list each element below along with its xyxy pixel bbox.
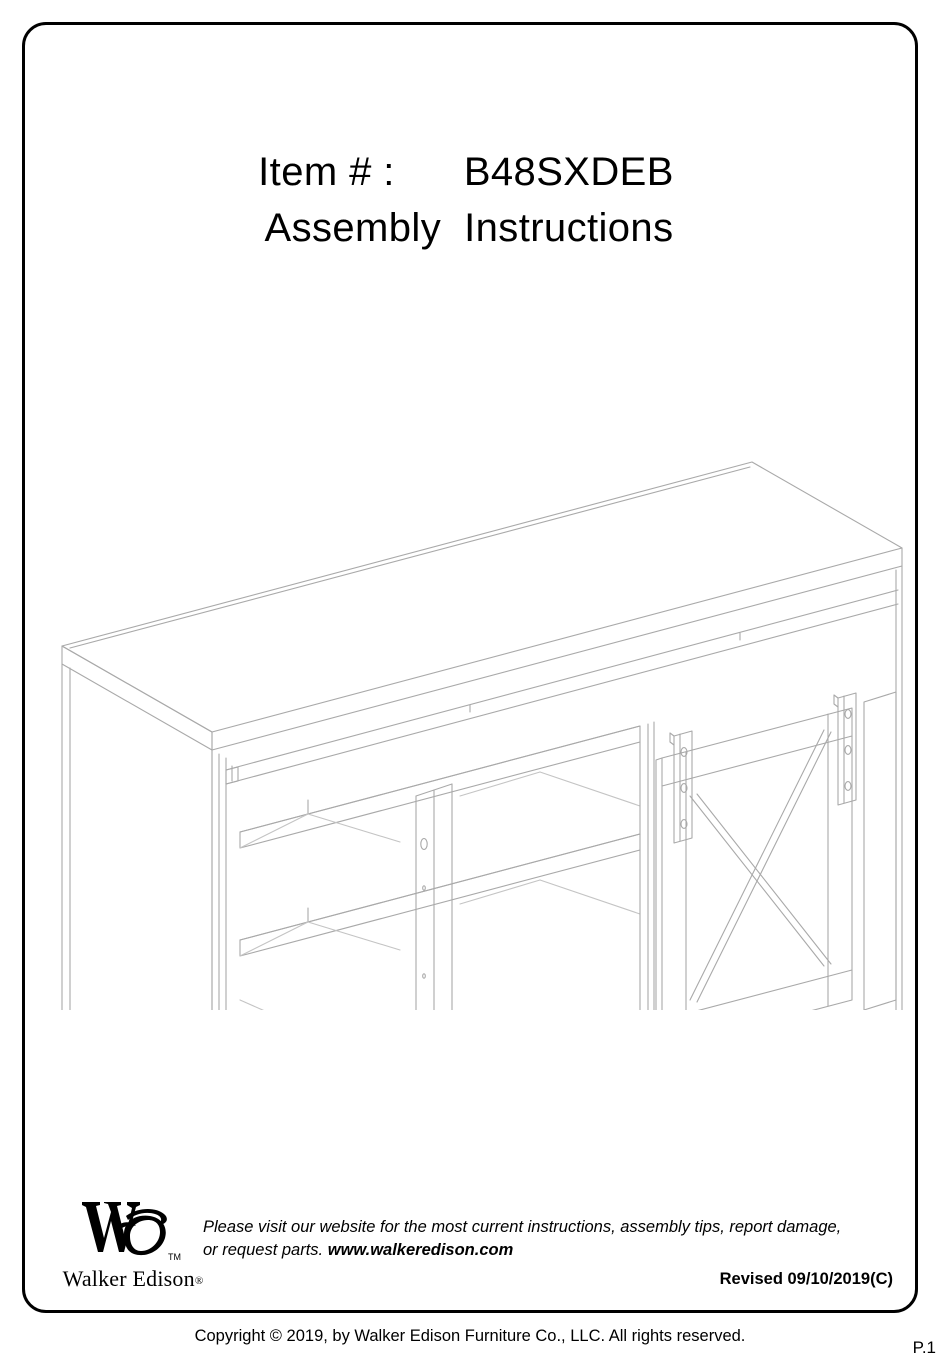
brand-name: Walker Edison® [58, 1266, 208, 1292]
cabinet-front-frame [211, 565, 903, 1010]
door-rail-track [225, 589, 899, 785]
hanger-strap-right [833, 692, 857, 806]
brand-name-text: Walker Edison [62, 1266, 195, 1291]
tv-stand-illustration [40, 440, 920, 1010]
website-note-line1: Please visit our website for the most cu… [203, 1218, 842, 1236]
website-note-line2-prefix: or request parts. [203, 1241, 328, 1260]
hanger-strap-left [669, 730, 693, 844]
door-x-brace [689, 729, 832, 1003]
footer: TM Walker Edison® Please visit our websi… [0, 1186, 950, 1306]
page-number: P.1 [912, 1338, 936, 1357]
left-side-panel [61, 663, 213, 1010]
interior-back-center [459, 771, 641, 915]
right-side-return [863, 691, 897, 1010]
copyright-notice: Copyright © 2019, by Walker Edison Furni… [194, 1327, 746, 1345]
website-note: Please visit our website for the most cu… [203, 1216, 903, 1263]
center-divider-post [415, 783, 453, 1010]
registered-mark: ® [194, 1275, 204, 1287]
svg-text:TM: TM [168, 1252, 181, 1262]
assembly-instructions-line: Assembly Instructions [264, 206, 674, 250]
we-monogram-icon: TM [80, 1194, 185, 1266]
sliding-barn-door [655, 707, 853, 1010]
upper-shelf [239, 725, 641, 849]
lower-shelf [239, 833, 641, 957]
revised-date: Revised 09/10/2019(C) [719, 1270, 893, 1288]
website-url[interactable]: www.walkeredison.com [327, 1241, 514, 1260]
top-panel-shape [61, 461, 903, 751]
walker-edison-logo: TM Walker Edison® [58, 1194, 208, 1304]
interior-back-left [239, 813, 401, 1010]
door-opening-frame [639, 721, 655, 1010]
page-border [22, 22, 918, 1313]
page-title: Item # : B48SXDEB Assembly Instructions [0, 152, 950, 248]
item-number-line: Item # : B48SXDEB [258, 150, 674, 194]
